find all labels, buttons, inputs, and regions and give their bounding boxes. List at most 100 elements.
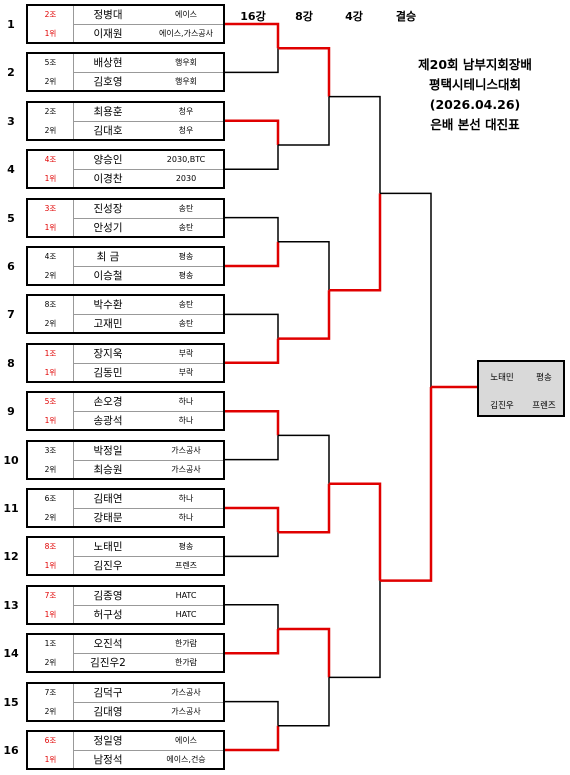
- bracket-line: [225, 313, 279, 339]
- group-rank: 2위: [44, 706, 57, 716]
- seed-number: 3: [7, 114, 15, 128]
- player-club: 에이스,건승: [166, 755, 206, 764]
- group-rank: 2위: [44, 77, 57, 87]
- group-rank: 2위: [44, 464, 57, 474]
- player-club: 한가람: [174, 639, 198, 649]
- group-rank: 5조: [44, 397, 57, 407]
- bracket-line: [225, 506, 280, 533]
- player-club: 가스공사: [171, 445, 201, 455]
- player-club: 평송: [178, 542, 194, 552]
- player-club: HATC: [175, 609, 197, 619]
- title-line-4: 은배 본선 대진표: [430, 117, 520, 132]
- title-line-2: 평택시테니스대회: [428, 77, 521, 92]
- finalist-name-1: 노태민: [490, 373, 514, 383]
- player-name: 최승원: [93, 463, 123, 476]
- bracket-line: [278, 290, 331, 340]
- bracket-line: [225, 604, 279, 629]
- player-name: 박수환: [93, 299, 123, 312]
- bracket-line: [380, 192, 432, 387]
- player-name: 노태민: [93, 541, 123, 554]
- player-name: 김진우: [93, 560, 123, 573]
- group-rank: 2조: [44, 106, 57, 116]
- player-club: 평송: [178, 271, 194, 280]
- player-name: 배상현: [93, 57, 123, 70]
- player-club: 프렌즈: [174, 561, 198, 571]
- seed-number: 9: [7, 405, 15, 419]
- player-name: 김대영: [93, 705, 123, 718]
- title-line-3: (2026.04.26): [429, 97, 521, 112]
- player-name: 양승인: [93, 154, 123, 167]
- bracket-line: [225, 119, 280, 145]
- bracket-line: [278, 677, 330, 727]
- seed-number: 2: [7, 66, 15, 80]
- group-rank: 3조: [44, 445, 57, 455]
- player-row: 3조 박정일 가스공사: [28, 442, 223, 460]
- player-club: 송탄: [178, 203, 194, 213]
- player-club: 하나: [178, 416, 194, 426]
- seed-number: 16: [3, 744, 19, 757]
- player-club: 한가람: [174, 658, 198, 668]
- bracket-line: [225, 338, 280, 365]
- seed-number: 11: [3, 502, 19, 515]
- player-row: 1위 이경찬 2030: [28, 170, 223, 188]
- group-rank: 1위: [44, 416, 57, 426]
- group-rank: 2위: [44, 125, 57, 135]
- bracket-line: [225, 241, 280, 268]
- player-name: 김대호: [93, 124, 123, 137]
- finalist-club-1: 평송: [536, 373, 552, 383]
- player-club: 가스공사: [171, 464, 201, 474]
- seed-number: 4: [7, 163, 15, 177]
- bracket-line: [278, 46, 331, 97]
- player-club: 송탄: [178, 319, 194, 329]
- group-rank: 2조: [44, 10, 57, 19]
- group-rank: 1위: [44, 174, 57, 184]
- bracket-line: [278, 627, 331, 678]
- player-club: 2030: [175, 174, 197, 184]
- seed-number: 1: [7, 18, 15, 31]
- player-club: 하나: [178, 513, 194, 522]
- group-rank: 1조: [44, 348, 57, 358]
- bracket-line: [225, 532, 279, 558]
- group-rank: 7조: [44, 590, 57, 600]
- finalist-box: 노태민 평송 김진우 프렌즈: [477, 360, 565, 417]
- player-name: 박정일: [93, 444, 123, 457]
- player-row: 2위 최승원 가스공사: [28, 461, 223, 479]
- player-name: 김태연: [93, 493, 123, 505]
- group-rank: 4조: [44, 155, 57, 165]
- player-name: 남정석: [93, 754, 123, 766]
- group-rank: 1위: [44, 609, 57, 619]
- bracket-line: [225, 435, 279, 461]
- player-name: 오진석: [93, 638, 123, 651]
- bracket-line: [278, 434, 330, 484]
- group-rank: 2위: [44, 658, 57, 668]
- bracket-line: [278, 96, 330, 146]
- player-name: 이경찬: [93, 173, 123, 186]
- player-name: 정병대: [93, 9, 123, 21]
- group-rank: 1위: [44, 222, 57, 232]
- group-rank: 1위: [44, 367, 57, 377]
